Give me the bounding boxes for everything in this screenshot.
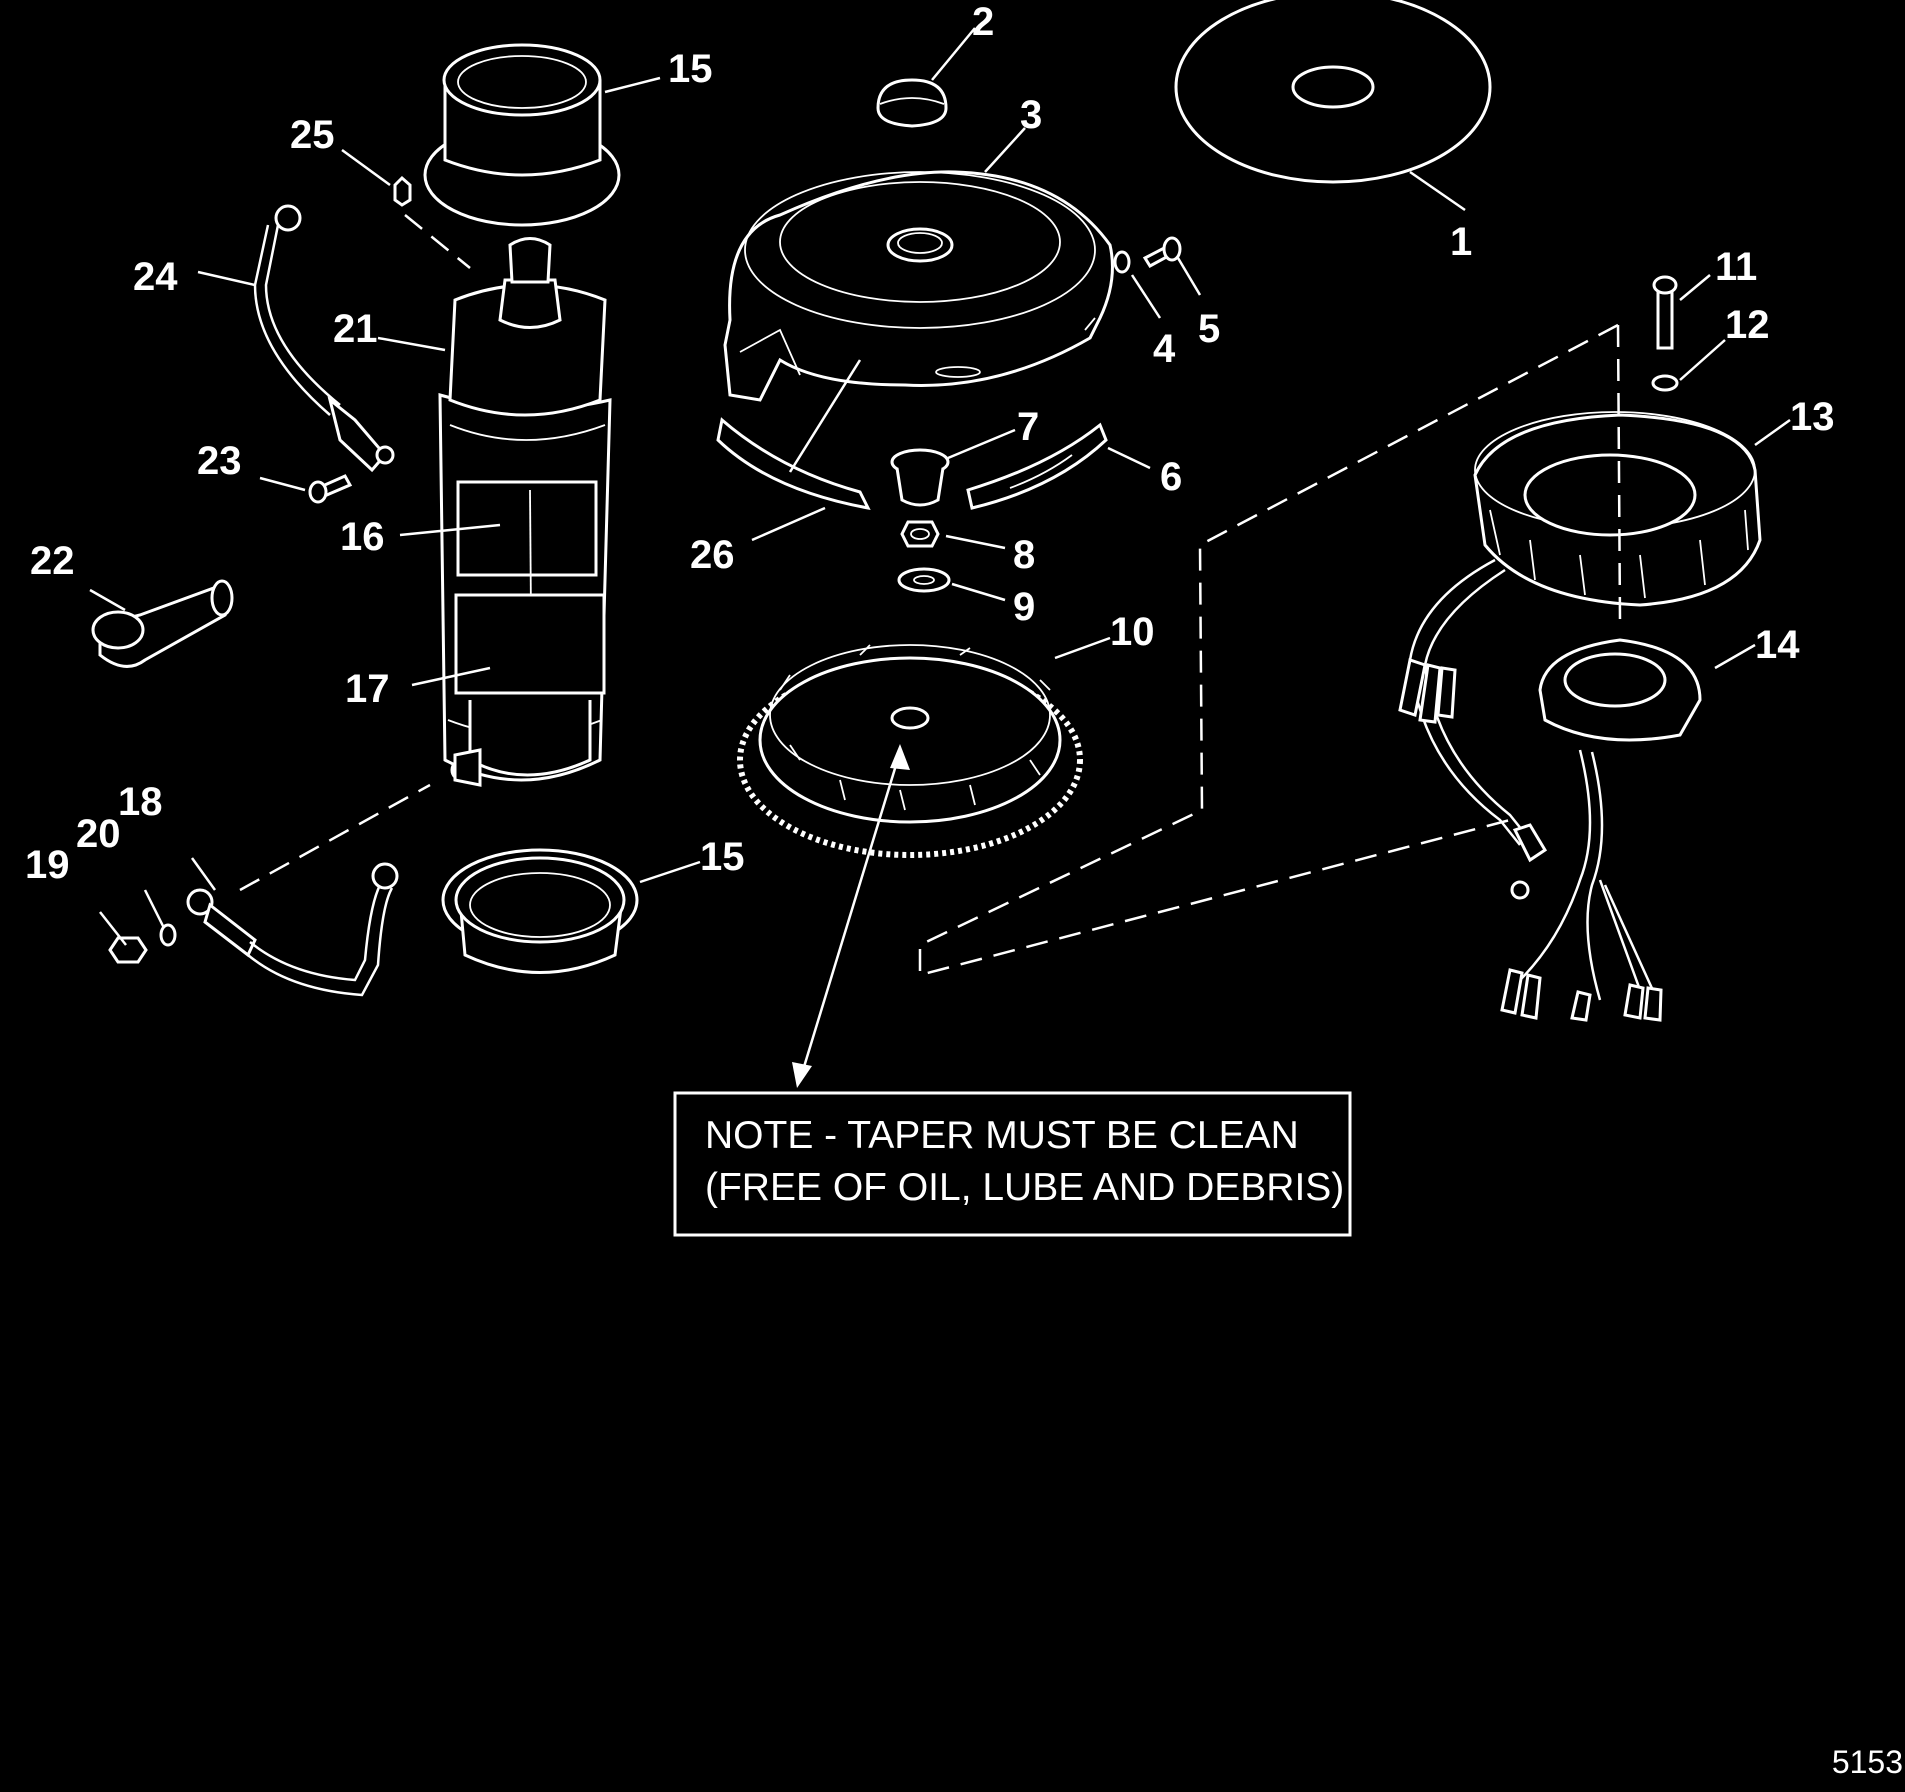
part-plate-1 xyxy=(1174,0,1492,184)
callout-2: 2 xyxy=(972,0,994,44)
note-line-2: (FREE OF OIL, LUBE AND DEBRIS) xyxy=(705,1166,1344,1209)
callout-25: 25 xyxy=(290,113,335,157)
callout-16: 16 xyxy=(340,515,385,559)
part-bushing-7 xyxy=(890,448,950,507)
part-flywheel-10 xyxy=(737,644,1083,858)
part-wire-harness xyxy=(1398,558,1663,1022)
leader-lines xyxy=(89,27,1791,946)
part-washer-4 xyxy=(1113,250,1131,274)
part-screw-11 xyxy=(1652,275,1678,350)
part-screw-23 xyxy=(308,474,353,504)
part-washer-9 xyxy=(897,567,951,593)
callout-18: 18 xyxy=(118,780,163,824)
callout-19: 19 xyxy=(25,843,70,887)
part-sleeve-15-bottom xyxy=(441,848,639,974)
callout-15-top: 15 xyxy=(668,47,713,91)
callout-3: 3 xyxy=(1020,93,1042,137)
part-nut-25 xyxy=(393,175,412,207)
figure-number: 5153 xyxy=(1832,1744,1903,1780)
callout-labels: 1 2 3 4 5 6 7 8 9 10 11 12 13 14 15 15 1… xyxy=(25,0,1835,887)
part-flywheel-cover-3 xyxy=(723,170,1114,402)
callout-13: 13 xyxy=(1790,395,1835,439)
part-nut-8 xyxy=(900,520,940,548)
callout-5: 5 xyxy=(1198,307,1220,351)
callout-15-bottom: 15 xyxy=(700,835,745,879)
part-cable-18 xyxy=(186,862,399,997)
callout-17: 17 xyxy=(345,667,390,711)
dashed-alignment-lines xyxy=(239,214,1622,977)
callout-12: 12 xyxy=(1725,303,1770,347)
part-label-plate-16 xyxy=(456,480,598,616)
part-band-26 xyxy=(716,417,871,511)
callout-4: 4 xyxy=(1153,327,1176,371)
part-stator-13 xyxy=(1473,411,1762,607)
part-starter-motor-21 xyxy=(438,237,612,787)
callout-10: 10 xyxy=(1110,610,1155,654)
part-sleeve-15-top xyxy=(423,43,621,227)
note-line-1: NOTE - TAPER MUST BE CLEAN xyxy=(705,1114,1299,1157)
part-screw-5 xyxy=(1142,236,1182,268)
callout-14: 14 xyxy=(1755,623,1800,667)
callout-6: 6 xyxy=(1160,455,1182,499)
part-label-plate-17 xyxy=(454,593,606,695)
callout-1: 1 xyxy=(1450,220,1472,264)
callout-21: 21 xyxy=(333,307,378,351)
part-trigger-14 xyxy=(1538,638,1702,742)
callout-23: 23 xyxy=(197,439,242,483)
callout-7: 7 xyxy=(1017,405,1039,449)
callout-9: 9 xyxy=(1013,585,1035,629)
callout-20: 20 xyxy=(76,812,121,856)
note-box: NOTE - TAPER MUST BE CLEAN (FREE OF OIL,… xyxy=(673,1091,1352,1237)
part-nut-19 xyxy=(108,936,148,964)
part-band-6 xyxy=(966,422,1108,510)
callout-11: 11 xyxy=(1715,245,1757,289)
callout-24: 24 xyxy=(133,255,178,299)
part-boot-22 xyxy=(91,579,234,668)
callout-26: 26 xyxy=(690,533,735,577)
part-cable-24 xyxy=(253,204,395,473)
part-washer-12 xyxy=(1651,374,1679,392)
note-arrow xyxy=(792,744,910,1088)
part-cap-2 xyxy=(876,78,948,128)
part-lockwasher-20 xyxy=(159,923,177,947)
callout-8: 8 xyxy=(1013,533,1035,577)
callout-22: 22 xyxy=(30,539,75,583)
